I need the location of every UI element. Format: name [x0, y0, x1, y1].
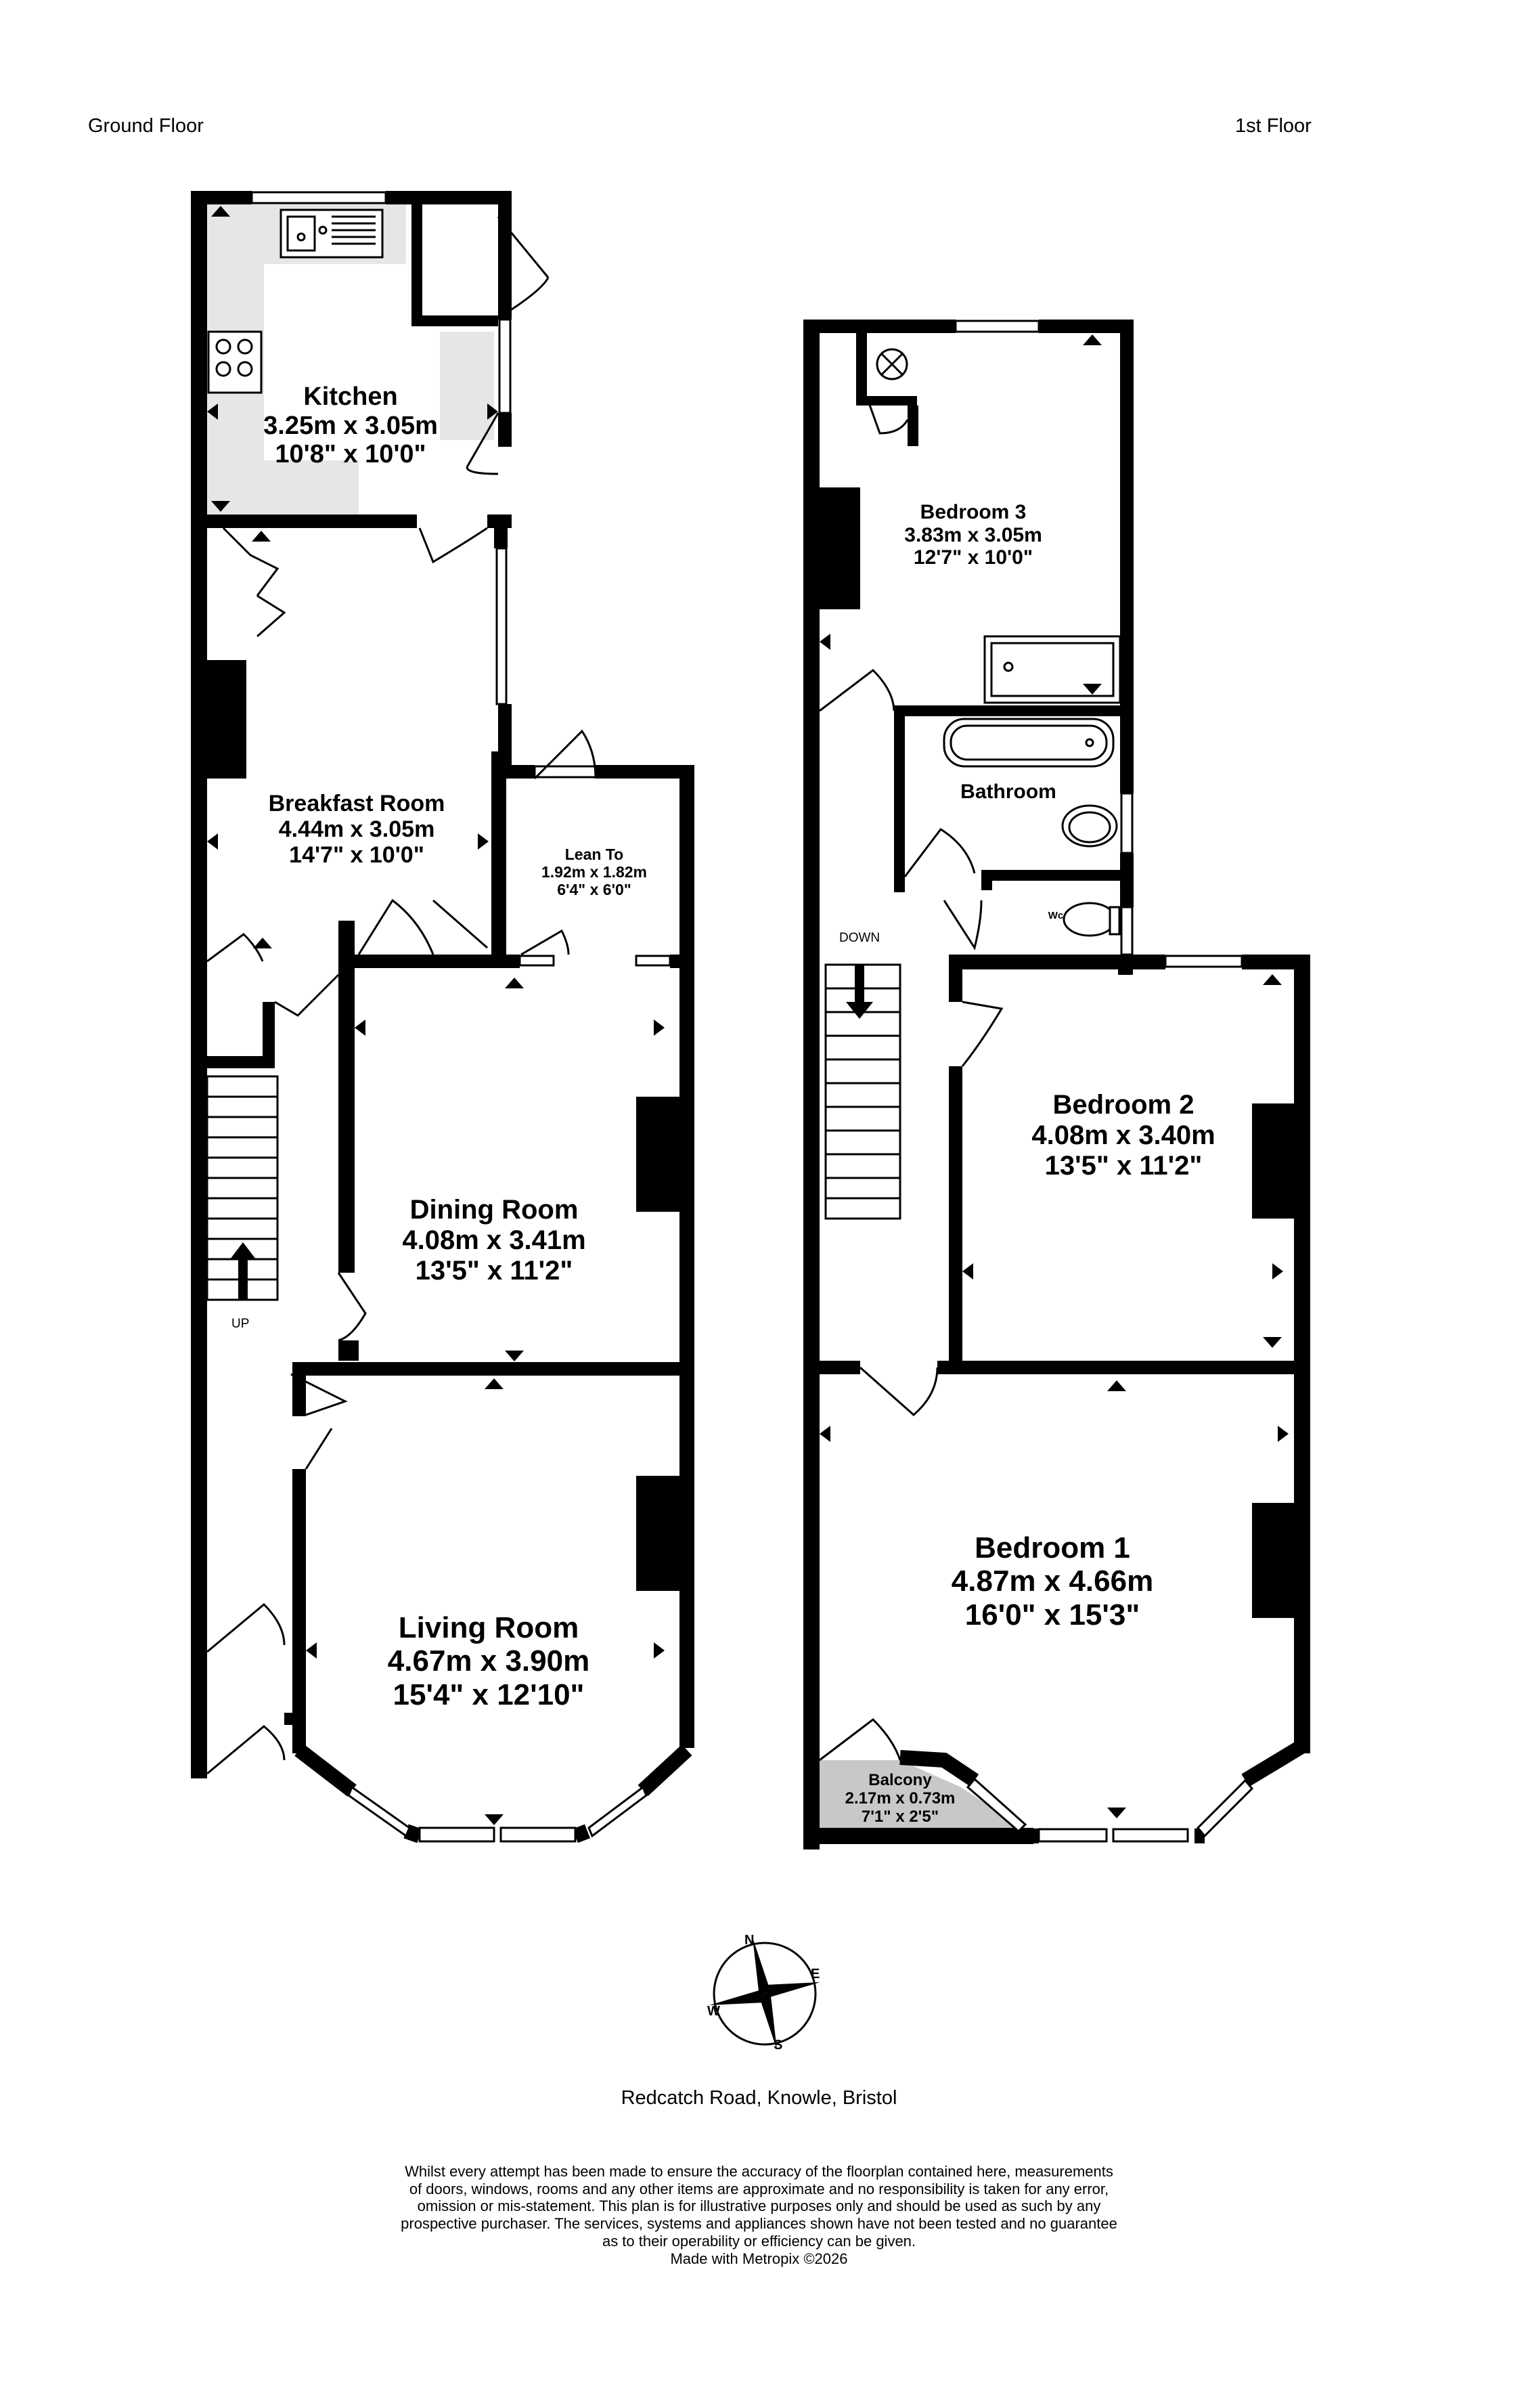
compass-north: N	[744, 1933, 755, 1948]
compass-west: W	[707, 2004, 720, 2019]
first-doors	[819, 397, 1004, 1761]
kitchen-imperial: 10'8" x 10'0"	[275, 440, 426, 469]
ground-walls	[191, 191, 694, 1778]
bathroom-label: Bathroom	[960, 781, 1056, 804]
living-room-metric: 4.67m x 3.90m	[387, 1644, 590, 1678]
living-room-imperial: 15'4" x 12'10"	[393, 1678, 585, 1711]
ground-dimension-arrows	[207, 206, 665, 1825]
ground-floor-title: Ground Floor	[88, 115, 204, 137]
balcony-name: Balcony	[868, 1771, 932, 1789]
lean-to-name: Lean To	[564, 846, 624, 863]
kitchen-name: Kitchen	[303, 382, 398, 411]
balcony-label: Balcony 2.17m x 0.73m 7'1" x 2'5"	[845, 1771, 956, 1826]
disclaimer-line: prospective purchaser. The services, sys…	[401, 2215, 1117, 2233]
first-floor-title: 1st Floor	[1235, 115, 1312, 137]
ground-stairs-arrow	[230, 1242, 256, 1300]
breakfast-room-name: Breakfast Room	[268, 791, 445, 816]
ground-doors	[206, 216, 597, 1775]
bedroom-1-name: Bedroom 1	[975, 1531, 1130, 1564]
made-with-credit: Made with Metropix ©2026	[670, 2250, 848, 2267]
compass-east: E	[811, 1967, 820, 1982]
first-bay-walls	[899, 1740, 1305, 1843]
ground-floor-plan	[191, 191, 694, 1843]
kitchen-hob	[207, 330, 263, 394]
disclaimer-line: as to their operability or efficiency ca…	[602, 2232, 916, 2250]
wc-name: Wc	[1048, 910, 1064, 921]
dining-room-name: Dining Room	[409, 1195, 579, 1225]
dining-room-metric: 4.08m x 3.41m	[402, 1225, 586, 1255]
first-windows	[954, 320, 1254, 1843]
first-floor-plan	[803, 320, 1310, 1849]
bedroom-2-name: Bedroom 2	[1052, 1090, 1195, 1120]
balcony-metric: 2.17m x 0.73m	[845, 1789, 956, 1808]
dining-room-imperial: 13'5" x 11'2"	[415, 1255, 573, 1286]
living-bay-windows	[347, 1785, 648, 1843]
compass-south: S	[774, 2038, 783, 2053]
breakfast-room-metric: 4.44m x 3.05m	[278, 816, 435, 843]
bedroom-1-imperial: 16'0" x 15'3"	[964, 1598, 1140, 1632]
disclaimer-line: omission or mis-statement. This plan is …	[417, 2197, 1101, 2215]
disclaimer: Whilst every attempt has been made to en…	[0, 2163, 1518, 2267]
lean-to-metric: 1.92m x 1.82m	[541, 862, 648, 881]
property-address: Redcatch Road, Knowle, Bristol	[621, 2087, 897, 2109]
kitchen-sink	[280, 209, 384, 259]
breakfast-room-imperial: 14'7" x 10'0"	[289, 842, 424, 869]
first-stairs-arrow	[846, 965, 873, 1019]
dining-room-label: Dining Room 4.08m x 3.41m 13'5" x 11'2"	[402, 1195, 585, 1286]
stairs-up-label: UP	[231, 1317, 250, 1331]
balcony-imperial: 7'1" x 2'5"	[861, 1807, 939, 1826]
bedroom-3-metric: 3.83m x 3.05m	[904, 523, 1042, 546]
kitchen-label: Kitchen 3.25m x 3.05m 10'8" x 10'0"	[263, 382, 438, 469]
bedroom-3-label: Bedroom 3 3.83m x 3.05m 12'7" x 10'0"	[904, 501, 1042, 569]
wc-label: Wc	[1048, 910, 1064, 922]
bedroom-1-metric: 4.87m x 4.66m	[951, 1564, 1154, 1598]
disclaimer-line: of doors, windows, rooms and any other i…	[409, 2180, 1109, 2197]
bedroom-2-label: Bedroom 2 4.08m x 3.40m 13'5" x 11'2"	[1031, 1090, 1215, 1181]
living-room-label: Living Room 4.67m x 3.90m 15'4" x 12'10"	[388, 1611, 589, 1711]
bedroom-3-name: Bedroom 3	[920, 501, 1027, 523]
breakfast-room-label: Breakfast Room 4.44m x 3.05m 14'7" x 10'…	[269, 791, 445, 868]
bedroom-3-imperial: 12'7" x 10'0"	[913, 546, 1033, 569]
stairs-down-label: DOWN	[839, 931, 880, 945]
compass-rose	[709, 1938, 820, 2050]
first-dimension-arrows	[820, 334, 1289, 1818]
bedroom-2-metric: 4.08m x 3.40m	[1031, 1120, 1215, 1150]
disclaimer-line: Whilst every attempt has been made to en…	[405, 2163, 1113, 2180]
bedroom-1-label: Bedroom 1 4.87m x 4.66m 16'0" x 15'3"	[952, 1531, 1153, 1632]
kitchen-metric: 3.25m x 3.05m	[263, 411, 438, 440]
lean-to-label: Lean To 1.92m x 1.82m 6'4" x 6'0"	[541, 846, 647, 898]
living-room-name: Living Room	[398, 1611, 579, 1644]
first-walls	[803, 320, 1310, 1849]
bathroom-name: Bathroom	[960, 781, 1056, 803]
bedroom-2-imperial: 13'5" x 11'2"	[1044, 1150, 1203, 1181]
balcony-tint	[820, 1760, 1022, 1828]
bathroom-fixtures	[876, 348, 1121, 937]
lean-to-imperial: 6'4" x 6'0"	[557, 880, 631, 898]
